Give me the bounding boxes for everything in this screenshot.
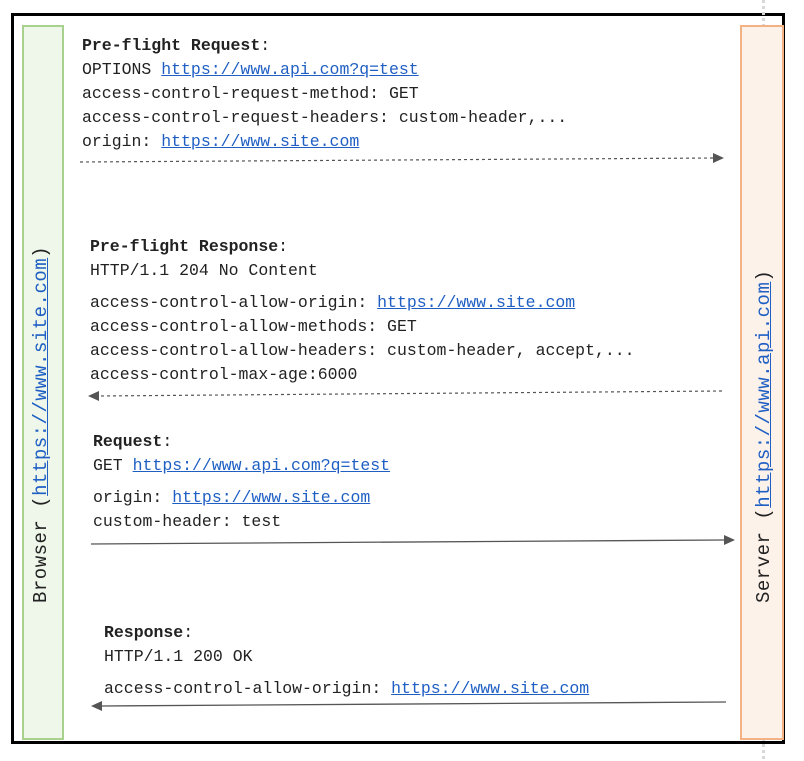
preflight-request-block: Pre-flight Request: OPTIONS https://www.… [82, 34, 567, 154]
preflight-request-title-colon: : [260, 36, 271, 55]
preflight-response-allow-origin-key: access-control-allow-origin: [90, 293, 378, 312]
preflight-response-title-text: Pre-flight Response [90, 237, 279, 256]
preflight-request-title-text: Pre-flight Request [82, 36, 261, 55]
response-title: Response: [104, 621, 589, 645]
response-allow-origin-key: access-control-allow-origin: [104, 679, 392, 698]
response-allow-origin-line: access-control-allow-origin: https://www… [104, 677, 589, 701]
response-title-text: Response [104, 623, 184, 642]
preflight-request-origin-key: origin: [82, 132, 162, 151]
request-method-line: GET https://www.api.com?q=test [93, 454, 390, 478]
browser-column [22, 25, 64, 740]
request-url-link[interactable]: https://www.api.com?q=test [132, 456, 391, 475]
preflight-request-method: OPTIONS [82, 60, 162, 79]
preflight-request-method-line: OPTIONS https://www.api.com?q=test [82, 58, 567, 82]
preflight-request-title: Pre-flight Request: [82, 34, 567, 58]
response-status: HTTP/1.1 200 OK [104, 647, 253, 666]
browser-origin-link[interactable]: https://www.site.com [30, 257, 52, 496]
preflight-response-block: Pre-flight Response: HTTP/1.1 204 No Con… [90, 235, 635, 387]
request-block: Request: GET https://www.api.com?q=test … [93, 430, 390, 534]
diagram-frame [11, 13, 785, 744]
request-origin-key: origin: [93, 488, 173, 507]
preflight-response-status: HTTP/1.1 204 No Content [90, 261, 318, 280]
preflight-request-headers-header: access-control-request-headers: custom-h… [82, 108, 568, 127]
preflight-response-allow-origin-link[interactable]: https://www.site.com [377, 293, 576, 312]
browser-label-suffix: ) [30, 245, 52, 258]
preflight-response-allow-origin-line: access-control-allow-origin: https://www… [90, 291, 635, 315]
request-origin-line: origin: https://www.site.com [93, 486, 390, 510]
server-label: Server (https://www.api.com) [753, 270, 775, 603]
preflight-response-title-colon: : [278, 237, 289, 256]
response-allow-origin-link[interactable]: https://www.site.com [391, 679, 590, 698]
browser-label-prefix: Browser ( [30, 495, 52, 603]
preflight-request-origin-line: origin: https://www.site.com [82, 130, 567, 154]
request-custom-header: custom-header: test [93, 512, 282, 531]
browser-label: Browser (https://www.site.com) [30, 246, 52, 603]
preflight-response-allow-methods: access-control-allow-methods: GET [90, 317, 417, 336]
server-label-prefix: Server ( [753, 507, 775, 603]
request-method: GET [93, 456, 133, 475]
response-block: Response: HTTP/1.1 200 OK access-control… [104, 621, 589, 701]
request-origin-link[interactable]: https://www.site.com [172, 488, 371, 507]
request-title-text: Request [93, 432, 163, 451]
preflight-response-allow-headers: access-control-allow-headers: custom-hea… [90, 341, 635, 360]
preflight-response-max-age: access-control-max-age:6000 [90, 365, 358, 384]
server-label-suffix: ) [753, 269, 775, 282]
preflight-request-url-link[interactable]: https://www.api.com?q=test [161, 60, 419, 79]
request-title: Request: [93, 430, 390, 454]
preflight-request-method-header: access-control-request-method: GET [82, 84, 419, 103]
preflight-response-title: Pre-flight Response: [90, 235, 635, 259]
server-column [740, 25, 784, 740]
request-title-colon: : [162, 432, 173, 451]
response-title-colon: : [183, 623, 194, 642]
server-origin-link[interactable]: https://www.api.com [753, 281, 775, 508]
preflight-request-origin-link[interactable]: https://www.site.com [161, 132, 360, 151]
